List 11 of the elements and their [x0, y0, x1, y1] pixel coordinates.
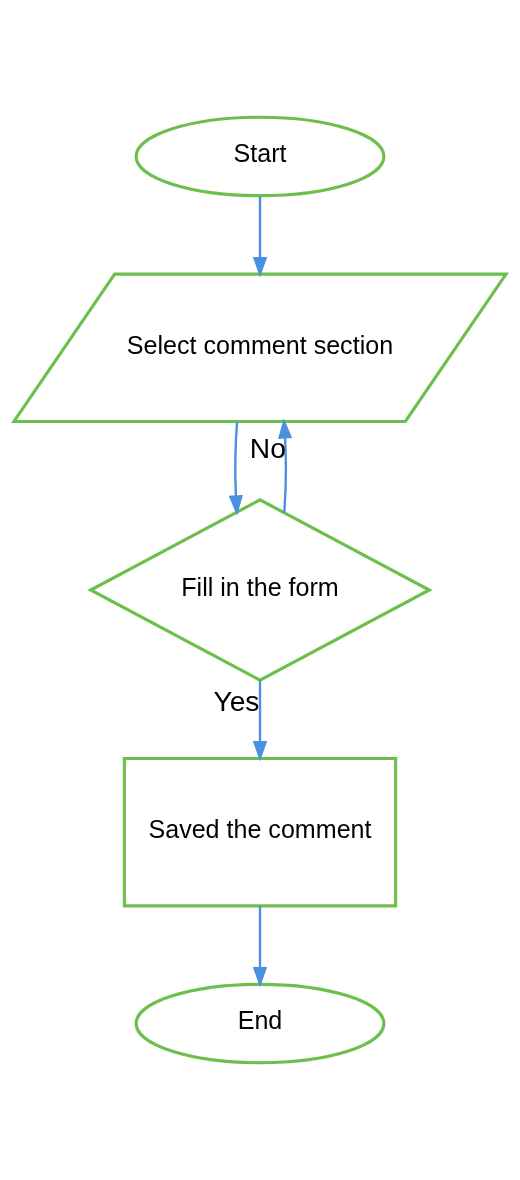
arrow	[252, 196, 268, 278]
arrow	[228, 421, 243, 516]
edge-label: No	[249, 432, 286, 465]
node-diamond: Fill in the form	[87, 498, 433, 682]
arrow	[252, 906, 268, 988]
node-box: Saved the comment	[122, 756, 398, 908]
node-ellipse: End	[134, 982, 386, 1065]
arrow	[252, 680, 268, 762]
arrow	[278, 418, 293, 513]
edge-label: Yes	[213, 684, 260, 717]
node-ellipse: Start	[134, 115, 386, 198]
